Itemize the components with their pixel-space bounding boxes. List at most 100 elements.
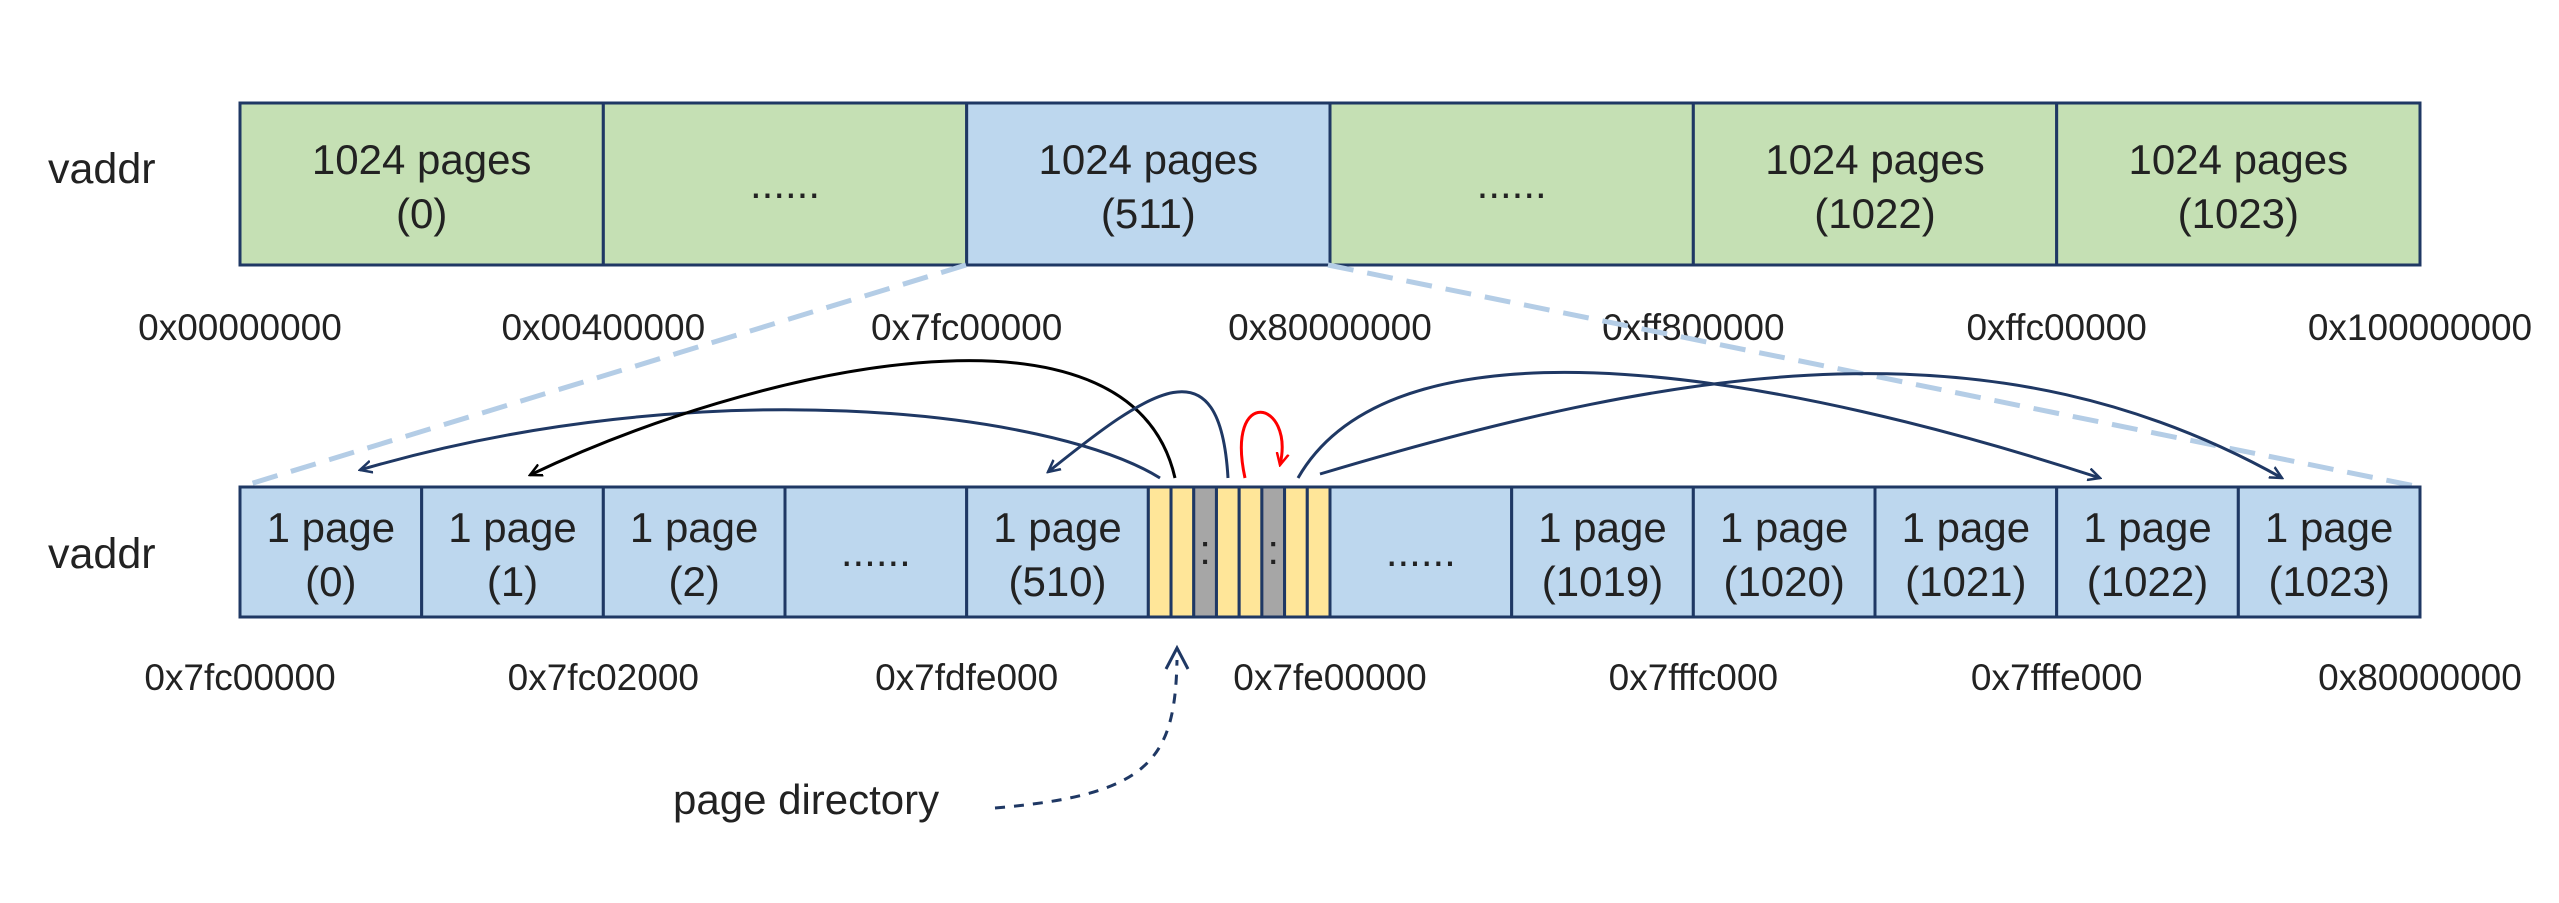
bottom-address-1: 0x7fc02000: [508, 657, 699, 698]
arrow-self-reference: [1239, 410, 1282, 479]
top-block-5: 1024 pages (1023): [2055, 101, 2422, 267]
arrow-to-page-1022: [1296, 370, 2100, 478]
projection-line-left: [239, 262, 967, 490]
top-block-0: 1024 pages (0): [238, 101, 605, 267]
bottom-address-0: 0x7fc00000: [144, 657, 335, 698]
bottom-block-left-1-line1: 1 page: [448, 504, 576, 551]
bottom-block-right-1: 1 page (1019): [1510, 485, 1695, 619]
top-block-1: ......: [601, 101, 969, 267]
bottom-block-left-4: 1 page (510): [965, 485, 1150, 619]
bottom-block-left-4-line1: 1 page: [993, 504, 1121, 551]
bottom-block-right-2-line1: 1 page: [1720, 504, 1848, 551]
top-block-5-box: [2055, 101, 2422, 267]
bottom-address-5: 0x7fffe000: [1971, 657, 2142, 698]
arrow-to-page-1: [530, 359, 1177, 479]
top-block-2-box: [965, 101, 1332, 267]
bottom-block-left-0-line2: (0): [305, 558, 356, 605]
top-address-0: 0x00000000: [138, 307, 342, 348]
directory-entry-0: [1146, 485, 1173, 619]
bottom-block-right-3-line1: 1 page: [1902, 504, 2030, 551]
bottom-address-6: 0x80000000: [2318, 657, 2522, 698]
bottom-block-right-3-box: [1873, 485, 2059, 619]
top-block-4: 1024 pages (1022): [1691, 101, 2059, 267]
bottom-block-left-0-line1: 1 page: [267, 504, 395, 551]
directory-entry-5-ellipsis: :: [1267, 526, 1279, 573]
directory-entry-3: [1214, 485, 1241, 619]
arrow-to-page-0: [360, 408, 1161, 480]
top-block-0-box: [238, 101, 605, 267]
top-block-0-line2: (0): [396, 190, 447, 237]
top-block-4-box: [1691, 101, 2059, 267]
top-row-blocks: 1024 pages (0)...... 1024 pages (511)......…: [238, 101, 2422, 267]
top-block-3-line1: ......: [1477, 160, 1547, 207]
top-block-1-line1: ......: [750, 160, 820, 207]
directory-entry-4: [1237, 485, 1264, 619]
bottom-row-blocks: 1 page(0)1 page(1)1 page(2)......1 page(…: [238, 485, 2422, 619]
top-block-3: ......: [1328, 101, 1695, 267]
bottom-block-left-1-box: [420, 485, 605, 619]
top-block-1-box: [601, 101, 969, 267]
bottom-block-right-0-line1: ......: [1386, 528, 1456, 575]
bottom-row-label: vaddr: [48, 530, 156, 578]
bottom-block-right-2: 1 page (1020): [1691, 485, 1877, 619]
bottom-block-left-1: 1 page (1): [420, 485, 605, 619]
bottom-block-right-0-box: [1328, 485, 1514, 619]
bottom-block-right-4-line1: 1 page: [2083, 504, 2211, 551]
bottom-block-right-2-line2: (1020): [1723, 558, 1844, 605]
bottom-address-2: 0x7fdfe000: [875, 657, 1058, 698]
bottom-row-addresses: 0x7fc00000 0x7fc02000 0x7fdfe000 0x7fe00000…: [144, 657, 2522, 698]
bottom-block-left-4-line2: (510): [1008, 558, 1106, 605]
arrow-to-page-1023: [1319, 372, 2282, 478]
page-directory-label: page directory: [673, 776, 939, 823]
top-block-4-line1: 1024 pages: [1765, 136, 1985, 183]
top-address-5: 0xffc00000: [1966, 307, 2146, 348]
bottom-block-right-4-box: [2055, 485, 2240, 619]
arrow-to-page-510: [1048, 390, 1230, 479]
top-row-label: vaddr: [48, 145, 156, 193]
bottom-block-left-0-box: [238, 485, 424, 619]
top-block-5-line2: (1023): [2178, 190, 2299, 237]
bottom-block-left-2-line2: (2): [668, 558, 719, 605]
directory-entry-2-ellipsis: :: [1199, 526, 1211, 573]
top-block-3-box: [1328, 101, 1695, 267]
bottom-block-right-5: 1 page (1023): [2236, 485, 2422, 619]
bottom-address-4: 0x7fffc000: [1609, 657, 1778, 698]
bottom-block-right-2-box: [1691, 485, 1877, 619]
top-block-5-line1: 1024 pages: [2129, 136, 2349, 183]
directory-entry-7: [1305, 485, 1332, 619]
bottom-block-left-3-box: [783, 485, 969, 619]
top-address-2: 0x7fc00000: [871, 307, 1062, 348]
bottom-block-left-1-line2: (1): [487, 558, 538, 605]
projection-line-right: [1327, 262, 2421, 490]
directory-entry-6: [1283, 485, 1309, 619]
page-directory-pointer-head: [1164, 644, 1190, 670]
bottom-block-right-5-box: [2236, 485, 2422, 619]
bottom-address-3: 0x7fe00000: [1233, 657, 1426, 698]
top-address-4: 0xff800000: [1602, 307, 1784, 348]
bottom-block-right-1-line1: 1 page: [1538, 504, 1666, 551]
bottom-block-right-5-line2: (1023): [2268, 558, 2389, 605]
top-block-2-line1: 1024 pages: [1039, 136, 1259, 183]
top-address-1: 0x00400000: [501, 307, 705, 348]
bottom-block-left-0: 1 page (0): [238, 485, 424, 619]
top-row-addresses: 0x00000000 0x00400000 0x7fc00000 0x80000000…: [138, 307, 2532, 348]
top-address-6: 0x100000000: [2308, 307, 2532, 348]
bottom-block-left-2: 1 page (2): [601, 485, 787, 619]
top-address-3: 0x80000000: [1228, 307, 1432, 348]
bottom-block-right-4: 1 page (1022): [2055, 485, 2240, 619]
page-directory-pointer: [994, 659, 1179, 810]
directory-entry-1: [1169, 485, 1196, 619]
bottom-block-right-0: ......: [1328, 485, 1514, 619]
bottom-block-left-3: ......: [783, 485, 969, 619]
bottom-block-right-3: 1 page(1021): [1873, 485, 2059, 619]
bottom-block-right-1-line2: (1019): [1542, 558, 1663, 605]
top-block-4-line2: (1022): [1814, 190, 1935, 237]
top-block-2-line2: (511): [1101, 190, 1196, 237]
top-block-0-line1: 1024 pages: [312, 136, 532, 183]
bottom-block-left-3-line1: ......: [841, 528, 911, 575]
bottom-block-right-4-line2: (1022): [2087, 558, 2208, 605]
bottom-block-left-2-line1: 1 page: [630, 504, 758, 551]
top-block-2: 1024 pages (511): [965, 101, 1332, 267]
bottom-block-right-5-line1: 1 page: [2265, 504, 2393, 551]
